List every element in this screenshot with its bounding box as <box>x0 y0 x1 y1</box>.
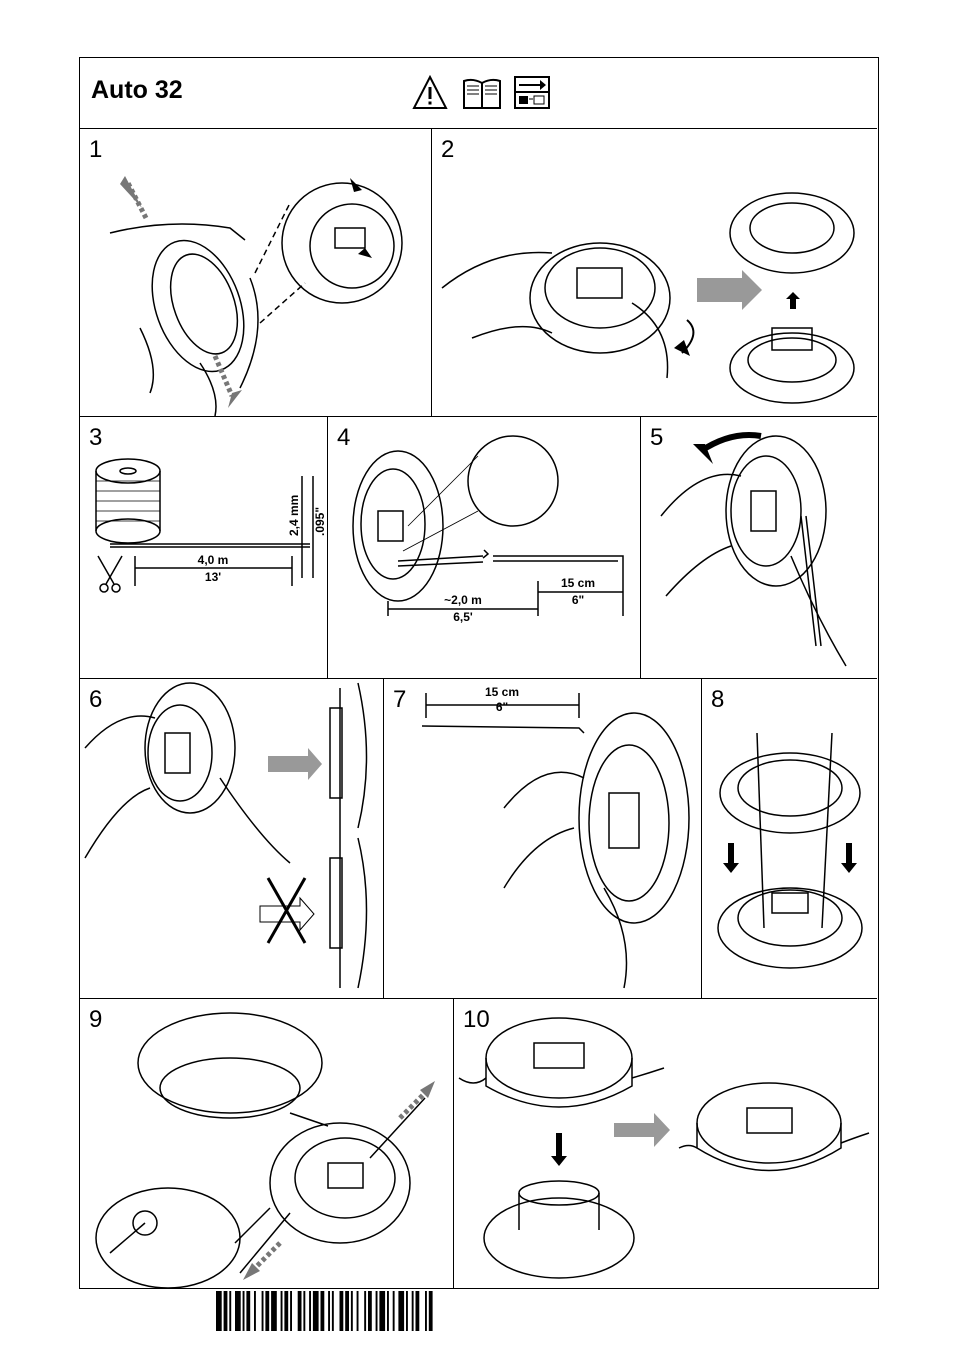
step-number: 9 <box>89 1006 103 1033</box>
remove-cover-illustration <box>109 176 403 416</box>
step-8-panel: 8 <box>702 678 877 998</box>
length-metric: 15 cm <box>485 685 519 699</box>
instruction-sheet: Auto 32 <box>79 57 879 1289</box>
step-2-panel: 2 <box>432 128 877 416</box>
diameter-metric: 2,4 mm <box>287 495 301 536</box>
length-metric: 4,0 m <box>198 553 229 567</box>
step-number: 7 <box>393 686 407 713</box>
wind-tightly-illustration <box>84 682 368 989</box>
step-6-panel: 6 <box>80 678 384 998</box>
step-7-panel: 7 15 cm 6" <box>384 678 702 998</box>
diameter-imperial: .095" <box>313 507 327 536</box>
step-1-panel: 1 <box>80 128 432 416</box>
row-1: 1 <box>80 128 877 417</box>
loop-metric: 15 cm <box>561 576 595 590</box>
length-imperial: 6,5' <box>453 610 473 624</box>
remove-spool-illustration <box>441 192 855 404</box>
step-number: 3 <box>89 424 103 451</box>
step-number: 5 <box>650 424 664 451</box>
step-number: 2 <box>441 136 455 163</box>
page-title: Auto 32 <box>91 76 183 104</box>
step-number: 4 <box>337 424 351 451</box>
pull-lines-illustration <box>95 1012 435 1288</box>
barcode <box>216 1291 433 1331</box>
warning-triangle-icon <box>412 75 448 109</box>
reinsert-spool-illustration <box>717 732 863 969</box>
row-2: 3 <box>80 416 877 679</box>
step-3-panel: 3 <box>80 416 328 678</box>
step-number: 8 <box>711 686 725 713</box>
step-4-panel: 4 ~2,0 m <box>328 416 641 678</box>
step-number: 6 <box>89 686 103 713</box>
reattach-cover-illustration <box>458 1017 870 1279</box>
scissors-icon <box>97 555 123 593</box>
step-5-panel: 5 <box>641 416 877 678</box>
loop-imperial: 6" <box>572 593 584 607</box>
cut-line-illustration: 4,0 m 13' 2,4 mm .095" <box>95 458 327 593</box>
step-number: 10 <box>463 1006 490 1033</box>
header: Auto 32 <box>80 58 877 129</box>
length-imperial: 6" <box>496 700 508 714</box>
thread-line-illustration: ~2,0 m 6,5' 15 cm 6" <box>352 435 624 624</box>
length-imperial: 13' <box>205 570 221 584</box>
step-9-panel: 9 <box>80 998 454 1288</box>
row-4: 9 <box>80 998 877 1288</box>
step-number: 1 <box>89 136 103 163</box>
header-icons <box>412 75 562 111</box>
row-3: 6 <box>80 678 877 999</box>
leave-line-illustration: 15 cm 6" <box>421 685 690 989</box>
step-10-panel: 10 <box>454 998 877 1288</box>
remove-insert-icon <box>514 76 550 109</box>
length-metric: ~2,0 m <box>444 593 482 607</box>
wind-line-illustration <box>660 432 847 667</box>
manual-book-icon <box>463 78 501 109</box>
